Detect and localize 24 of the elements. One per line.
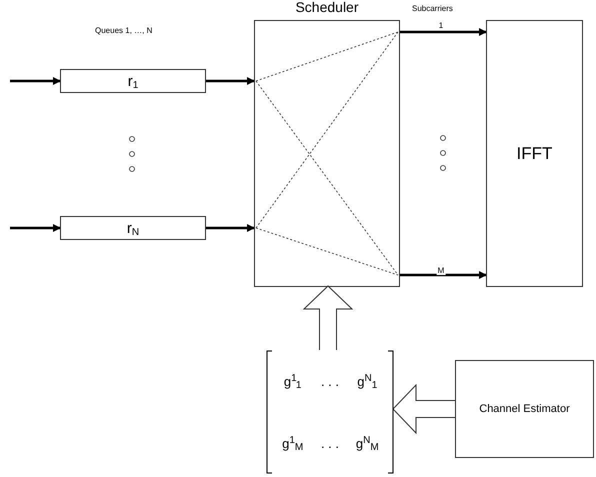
block-arrow: [304, 286, 352, 350]
box-label: r$_{1}$: [128, 74, 138, 88]
ifft-box: [486, 20, 583, 287]
edge-label: 1: [438, 22, 444, 30]
queues-label: Queues 1, …, N: [95, 27, 152, 35]
box-label: Channel Estimator: [479, 402, 570, 417]
subcarriers-label: Subcarriers: [412, 5, 453, 13]
arrow: [400, 28, 487, 36]
arrow: [10, 224, 61, 232]
ellipsis-text: . . .: [320, 436, 340, 450]
queue-box: [60, 69, 206, 93]
queue-box: [60, 216, 206, 240]
arrow: [400, 271, 487, 279]
edge-label: M: [436, 267, 446, 275]
arrow: [206, 224, 255, 232]
arrow: [206, 77, 255, 85]
ellipsis-text: . . .: [320, 374, 340, 388]
box-label: IFFT: [516, 142, 552, 165]
gain-matrix: [266, 350, 394, 474]
estimator-box: [455, 360, 594, 458]
arrow: [10, 77, 61, 85]
box-heading: Scheduler: [294, 0, 360, 14]
box-label: r$_{N}$: [126, 220, 140, 236]
block-arrow: [392, 384, 455, 434]
